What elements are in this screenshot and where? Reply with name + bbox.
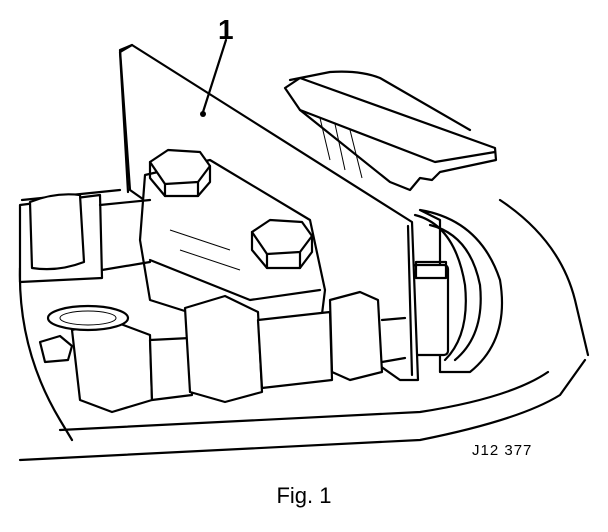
cam-seal-right [410, 208, 504, 374]
camshaft-left [18, 193, 152, 284]
tappet-bore [46, 304, 130, 332]
drawing-reference: J12 377 [472, 442, 533, 459]
cylinder-head-casing [18, 70, 590, 462]
rear-bracket [283, 76, 498, 192]
callout-leader [200, 38, 228, 117]
cap-nut-left [148, 148, 212, 198]
callout-number: 1 [218, 14, 234, 45]
cap-nut-right [250, 218, 314, 270]
small-bolt [38, 334, 74, 364]
camshaft-lower [70, 290, 407, 414]
figure-caption: Fig. 1 [276, 483, 332, 508]
